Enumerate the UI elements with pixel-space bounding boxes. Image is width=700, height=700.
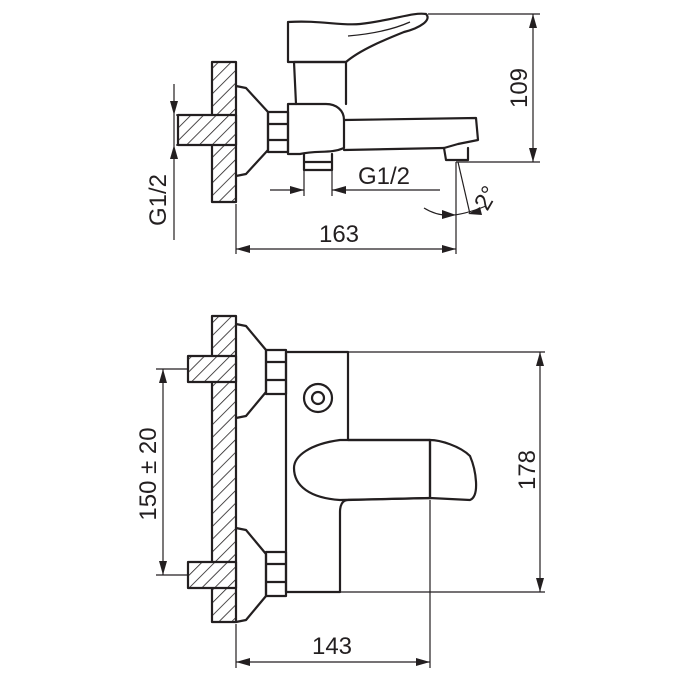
side-inlet-thread-label: G1/2 (145, 174, 172, 226)
side-lever-inner (347, 21, 411, 37)
side-inlet-pipe (176, 113, 238, 147)
side-height-label: 109 (506, 68, 533, 108)
front-spacing-label: 150 ± 20 (135, 427, 162, 520)
front-height-label: 178 (514, 450, 541, 490)
side-spout (342, 116, 480, 152)
side-valve-body (286, 102, 346, 156)
front-lower-inlet-pipe (186, 560, 238, 590)
front-upper-escutcheon (234, 322, 268, 420)
front-upper-inlet-pipe (186, 354, 238, 384)
side-escutcheon (234, 84, 270, 178)
front-spout (292, 438, 478, 502)
side-view: 109 G1/2 G1/2 2° 163 (145, 12, 540, 254)
side-aerator (442, 146, 470, 162)
side-lever (286, 12, 429, 64)
front-view: 150 ± 20 178 143 (135, 314, 545, 668)
front-length-label: 143 (312, 633, 352, 660)
front-diverter-knob-center (310, 390, 326, 406)
front-lower-escutcheon (234, 526, 268, 624)
front-upper-hex-nut (264, 348, 288, 396)
side-shower-outlet (302, 152, 334, 172)
side-length-label: 163 (319, 221, 359, 248)
front-diverter-knob (302, 382, 334, 414)
front-lower-hex-nut (264, 550, 288, 598)
side-hex-nut (266, 110, 290, 154)
side-spout-thread-label: G1/2 (358, 163, 410, 190)
side-cartridge (292, 60, 348, 106)
